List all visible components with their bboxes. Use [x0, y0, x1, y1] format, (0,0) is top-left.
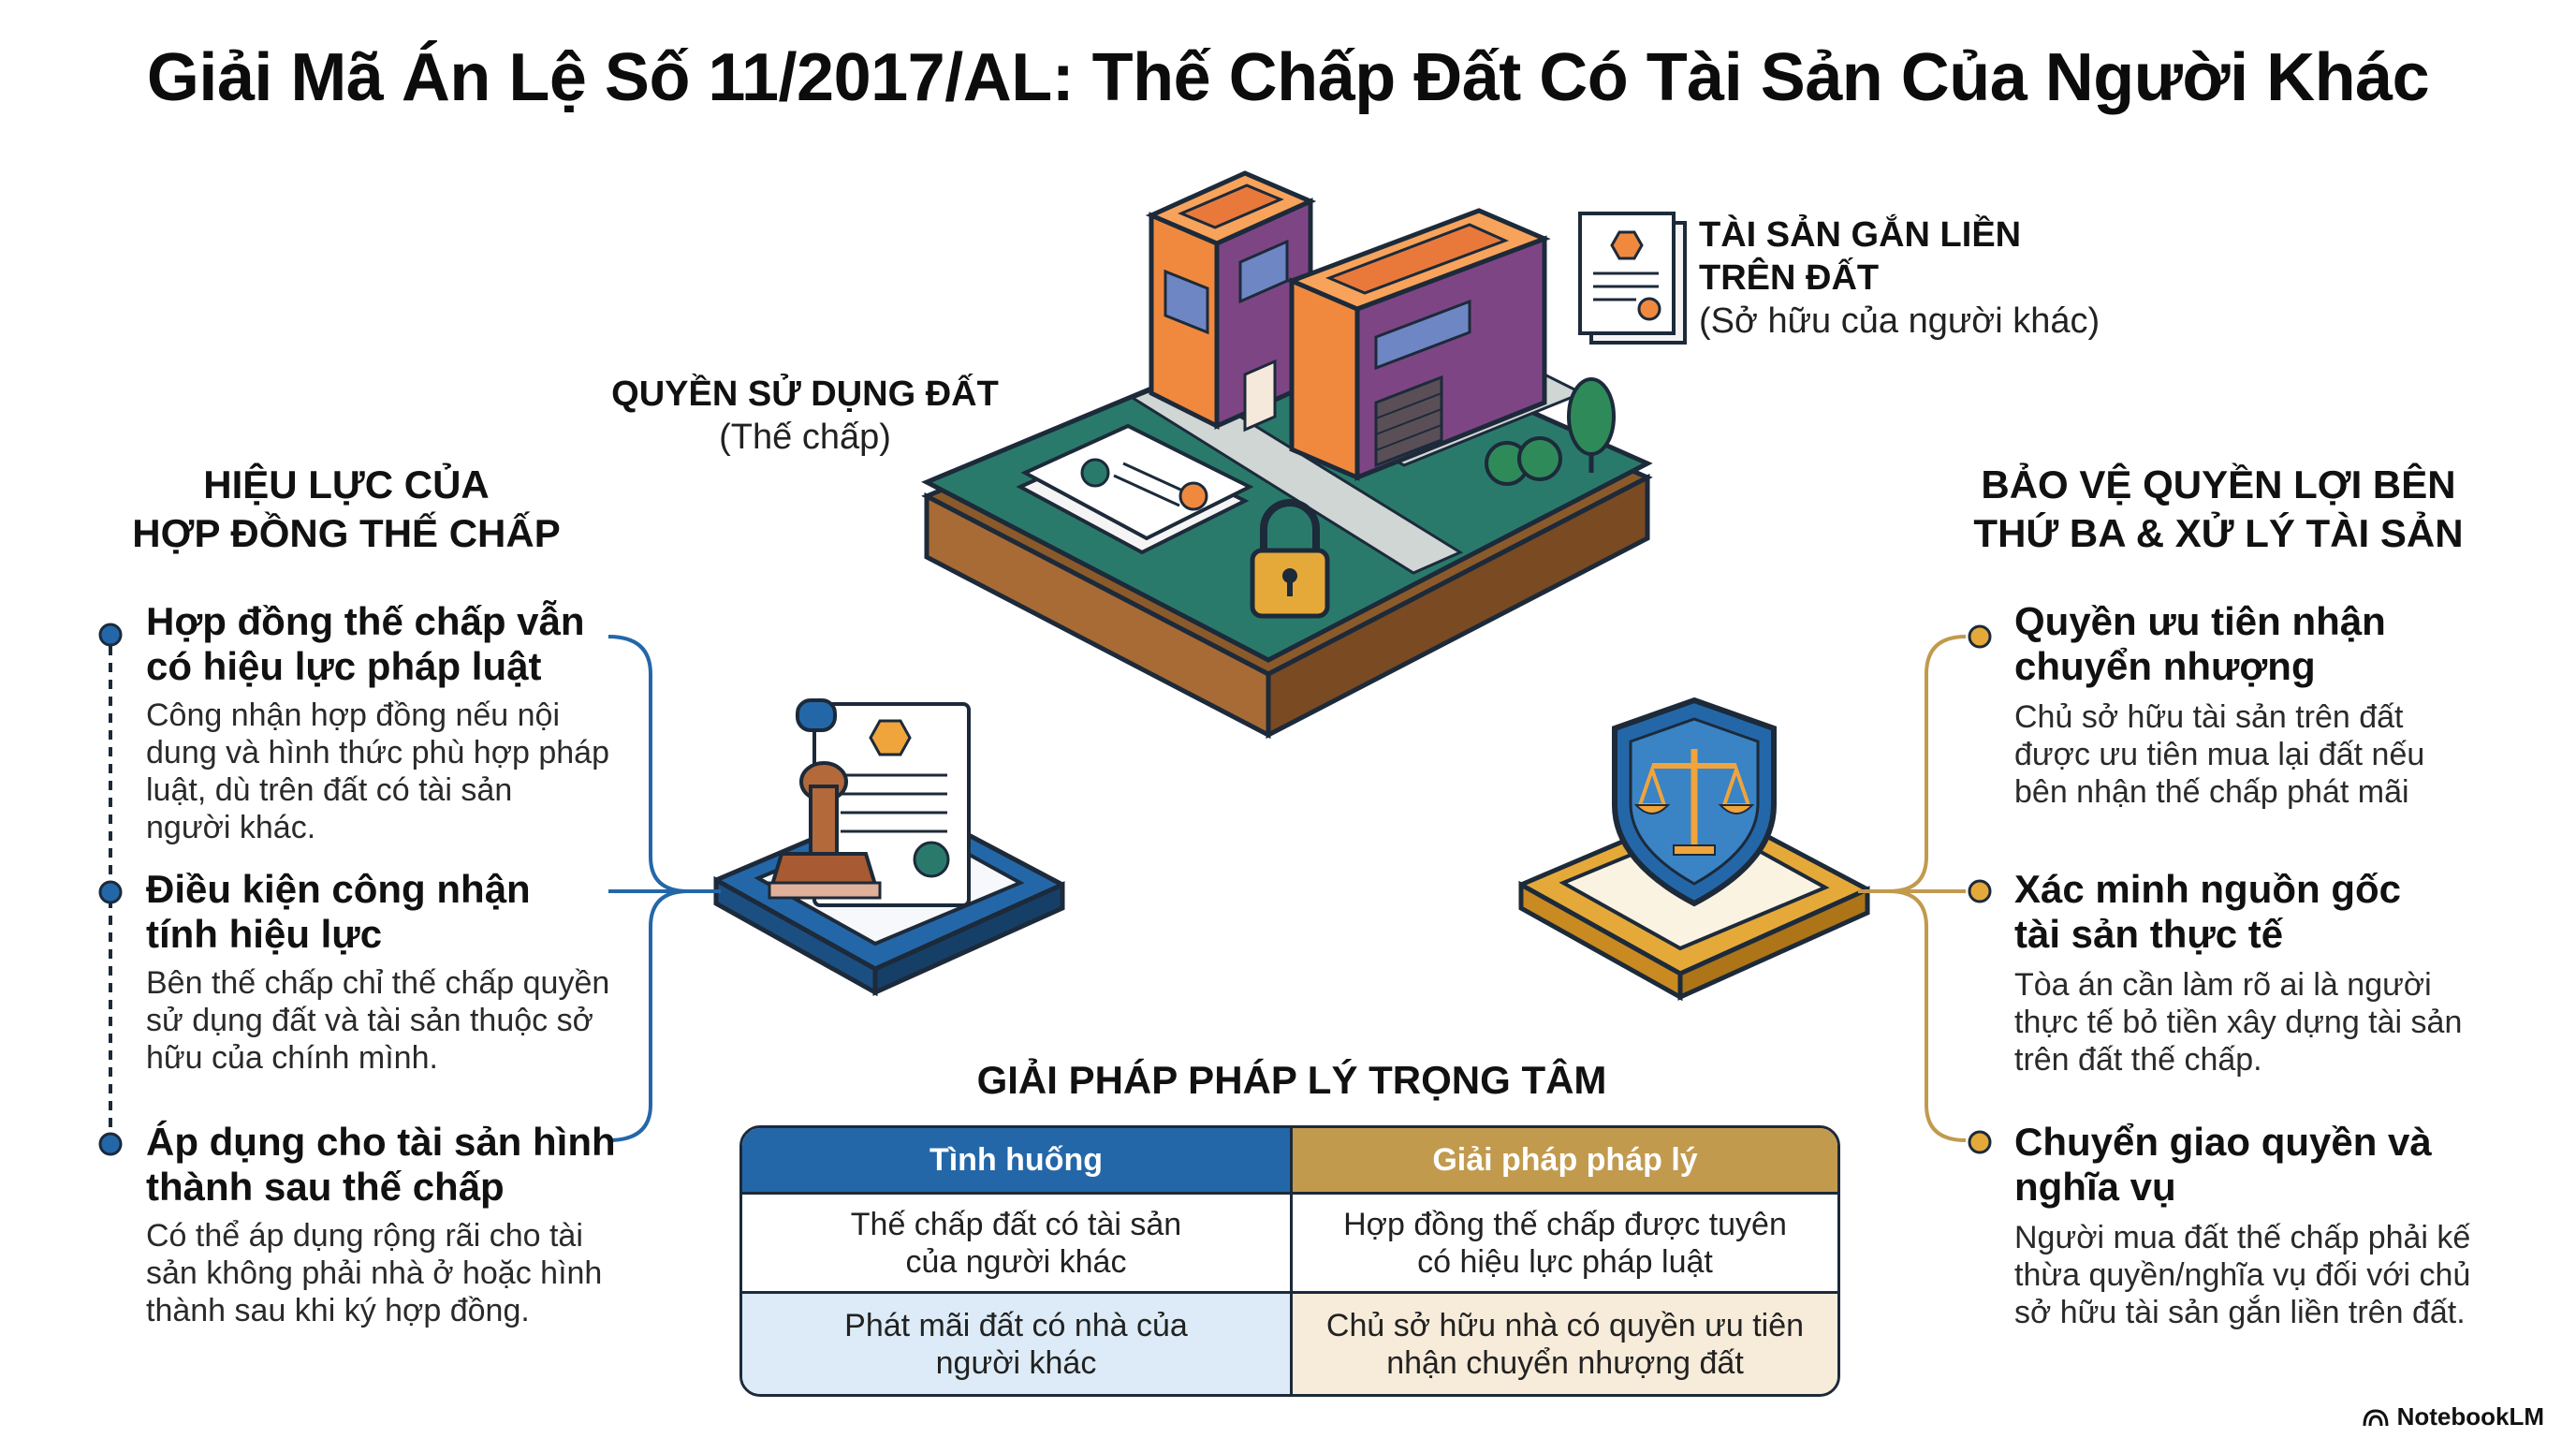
land-rights-caption: QUYỀN SỬ DỤNG ĐẤT (Thế chấp) [599, 373, 1011, 459]
left-heading-line1: HIỆU LỰC CỦA [203, 462, 490, 506]
right-item-3: Chuyển giao quyền và nghĩa vụ Người mua … [2014, 1120, 2539, 1331]
left-item-2-desc: Bên thế chấp chỉ thế chấp quyền sử dụng … [146, 965, 610, 1076]
certificate-papers-icon [1016, 423, 1254, 555]
table-header-situation: Tình huống [742, 1128, 1290, 1192]
right-section-heading: BẢO VỆ QUYỀN LỢI BÊN THỨ BA & XỬ LÝ TÀI … [1928, 461, 2509, 558]
left-item-1: Hợp đồng thế chấp vẫn có hiệu lực pháp l… [146, 599, 633, 846]
asset-label-line1: TÀI SẢN GẮN LIỀN [1699, 215, 2022, 255]
left-item-2-title: Điều kiện công nhận tính hiệu lực [146, 867, 531, 956]
right-item-1-title: Quyền ưu tiên nhận chuyển nhượng [2014, 599, 2386, 688]
notebooklm-logo-icon [2363, 1408, 2389, 1426]
left-item-3-desc: Có thể áp dụng rộng rãi cho tài sản khôn… [146, 1218, 603, 1328]
right-item-3-desc: Người mua đất thế chấp phải kế thừa quyề… [2014, 1220, 2471, 1330]
left-item-3: Áp dụng cho tài sản hình thành sau thế c… [146, 1120, 633, 1329]
right-item-1: Quyền ưu tiên nhận chuyển nhượng Chủ sở … [2014, 599, 2539, 811]
right-timeline [1858, 624, 1992, 1154]
asset-caption: TÀI SẢN GẮN LIỀN TRÊN ĐẤT (Sở hữu của ng… [1699, 213, 2186, 343]
page-title: Giải Mã Án Lệ Số 11/2017/AL: Thế Chấp Đấ… [146, 40, 2430, 115]
asset-label-line2: TRÊN ĐẤT [1699, 258, 1880, 298]
right-item-2-title: Xác minh nguồn gốc tài sản thực tế [2014, 867, 2402, 956]
right-heading-line1: BẢO VỆ QUYỀN LỢI BÊN [1981, 462, 2456, 506]
left-item-2: Điều kiện công nhận tính hiệu lực Bên th… [146, 867, 633, 1077]
tree-bush-decoration [1485, 377, 1616, 486]
left-section-heading: HIỆU LỰC CỦA HỢP ĐỒNG THẾ CHẤP [84, 461, 608, 558]
shield-scales-icon [1612, 697, 1777, 907]
land-rights-sub: (Thế chấp) [719, 418, 891, 457]
stamp-icon [768, 761, 882, 900]
asset-document-icon [1578, 212, 1687, 345]
left-item-3-title: Áp dụng cho tài sản hình thành sau thế c… [146, 1120, 616, 1209]
right-item-1-desc: Chủ sở hữu tài sản trên đất được ưu tiên… [2014, 699, 2425, 810]
land-rights-label: QUYỀN SỬ DỤNG ĐẤT [611, 374, 999, 414]
solution-title: GIẢI PHÁP PHÁP LÝ TRỌNG TÂM [976, 1058, 1607, 1102]
brand-label: NotebookLM [2396, 1402, 2544, 1431]
solution-table: Tình huống Giải pháp pháp lý Thế chấp đấ… [739, 1125, 1840, 1397]
left-timeline [98, 623, 721, 1156]
left-item-1-desc: Công nhận hợp đồng nếu nội dung và hình … [146, 697, 609, 845]
right-item-2-desc: Tòa án cần làm rõ ai là người thực tế bỏ… [2014, 967, 2463, 1078]
left-item-1-title: Hợp đồng thế chấp vẫn có hiệu lực pháp l… [146, 599, 585, 688]
padlock-icon [1250, 499, 1330, 619]
right-item-3-title: Chuyển giao quyền và nghĩa vụ [2014, 1120, 2432, 1209]
house-icon [1145, 170, 1551, 481]
asset-sub: (Sở hữu của người khác) [1699, 301, 2100, 341]
right-heading-line2: THỨ BA & XỬ LÝ TÀI SẢN [1973, 511, 2464, 555]
left-heading-line2: HỢP ĐỒNG THẾ CHẤP [132, 511, 561, 555]
right-item-2: Xác minh nguồn gốc tài sản thực tế Tòa á… [2014, 867, 2539, 1078]
brand-mark: NotebookLM [2362, 1402, 2544, 1431]
table-header-solution: Giải pháp pháp lý [1290, 1128, 1837, 1192]
